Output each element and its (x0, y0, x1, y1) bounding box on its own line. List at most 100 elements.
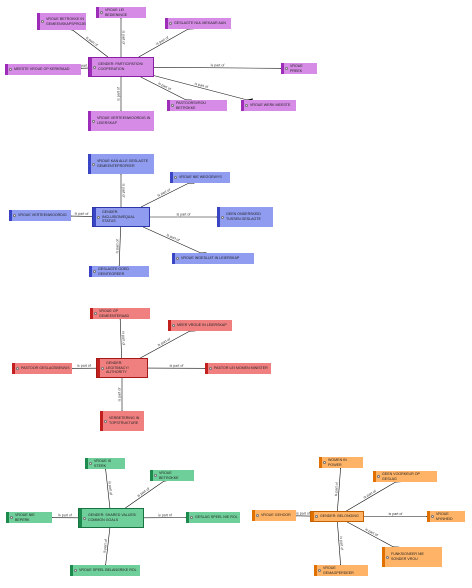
node-circle-icon (104, 419, 107, 423)
node-color-bar (373, 471, 376, 482)
inclusion-node[interactable]: VROUE KAN ALLE GESLAGTE GEMEENTEPROFEER (88, 154, 154, 174)
inclusion-center-node[interactable]: GENDER: INCLUSION/EQUAL STATUS (92, 207, 150, 227)
node-label: VROUE VERTEENWOORDIG (18, 213, 67, 218)
node-color-bar (168, 320, 171, 331)
belonging-node[interactable]: FUNKSIONEER NIE SONDER VROU (382, 547, 442, 567)
belonging-node[interactable]: VROUE GEMAGPERDEER (314, 565, 368, 576)
values-center-node[interactable]: GENDER: SHARED VALUES/ COMMON GOALS (78, 508, 144, 528)
legitimacy-node[interactable]: PASTOR LEI MOMEN MINISTER (205, 363, 271, 374)
node-label: PASTOOR GESLAGSBEWUS (21, 366, 70, 371)
edge-label: is part of (166, 233, 180, 242)
node-circle-icon (315, 515, 318, 518)
participation-node[interactable]: PASTOORSVROU BETROKKE (167, 100, 227, 111)
node-color-bar (205, 363, 208, 374)
node-color-bar (6, 512, 9, 523)
node-circle-icon (97, 215, 100, 219)
node-label: VERBETERING IN TOPSTRUKTURE (109, 416, 140, 425)
legitimacy-node[interactable]: PASTOOR GESLAGSBEWUS (12, 363, 72, 374)
edge-label: is part of (296, 511, 310, 515)
is-part-of-edge (140, 76, 192, 105)
node-label: PASTOORSVROU BETROKKE (176, 100, 207, 110)
inclusion-node[interactable]: VROUE VERTEENWOORDIG (9, 210, 71, 221)
node-color-bar (186, 512, 189, 523)
node-circle-icon (318, 569, 321, 572)
belonging-center-node[interactable]: GENDER: BELONGING (310, 511, 364, 522)
legitimacy-center-node[interactable]: GENDER: LEGITIMACY/ AUTHORITY (96, 358, 148, 378)
participation-node[interactable]: VROUE PREEK (281, 63, 317, 74)
node-circle-icon (94, 312, 97, 315)
node-color-bar (90, 308, 93, 319)
edge-label: is part of (115, 239, 120, 253)
node-circle-icon (16, 367, 19, 370)
node-circle-icon (13, 214, 16, 217)
node-circle-icon (176, 257, 179, 260)
node-circle-icon (154, 474, 157, 477)
node-color-bar (89, 266, 92, 277)
node-color-bar (241, 100, 244, 111)
values-node[interactable]: VROUE SPEEL BELANGRIKE ROL (70, 565, 140, 576)
node-label: GESLAGTE NUL MEKAAR AAN (174, 21, 226, 26)
node-color-bar (96, 7, 99, 18)
participation-node[interactable]: VROUE LEI BEDIENINGE (96, 7, 146, 18)
values-node[interactable]: GESLAG SPEEL NIE ROL (186, 512, 240, 523)
node-circle-icon (41, 20, 44, 23)
edge-label: is part of (77, 364, 91, 368)
node-color-bar (97, 359, 100, 377)
inclusion-node[interactable]: GESLAGTE GOED GEINTEGREER (89, 266, 149, 277)
participation-node[interactable]: GESLAGTE NUL MEKAAR AAN (165, 18, 231, 29)
node-color-bar (5, 64, 8, 75)
is-part-of-edge (143, 226, 207, 258)
is-part-of-edge (337, 462, 344, 512)
node-label: GENDER: BELONGING (320, 514, 359, 519)
belonging-node[interactable]: WOMEN IN POWER (319, 457, 363, 468)
node-color-bar (9, 210, 12, 221)
values-node[interactable]: VROUE IS STERK (85, 458, 125, 469)
node-color-bar (252, 510, 255, 521)
node-label: PASTOR LEI MOMEN MINISTER (214, 366, 268, 371)
is-part-of-edge (153, 65, 287, 72)
legitimacy-node[interactable]: VROUE OP GEMEENTERAAD (90, 308, 150, 319)
node-label: VROUE KAN ALLE GESLAGTE GEMEENTEPROFEER (97, 159, 149, 168)
node-label: GENDER: PARTICIPATION/ COOPERATION (98, 62, 144, 71)
belonging-node[interactable]: GEEN VOORKEUR OP GESLAG (373, 471, 437, 482)
node-circle-icon (74, 569, 77, 572)
node-circle-icon (83, 516, 86, 520)
node-color-bar (85, 458, 88, 469)
edge-label: is part of (194, 82, 208, 89)
node-circle-icon (386, 555, 389, 559)
edge-label: is part of (339, 536, 344, 550)
node-color-bar (167, 100, 170, 111)
legitimacy-node[interactable]: VERBETERING IN TOPSTRUKTURE (100, 411, 144, 431)
node-label: GEEN VOORKEUR OP GESLAG (382, 471, 420, 481)
node-circle-icon (101, 366, 104, 370)
node-label: VROUE INGESLUIT IN LEIERSKAP (181, 256, 240, 261)
inclusion-node[interactable]: VROUE NIE WEGGEWYS (170, 172, 230, 183)
inclusion-node[interactable]: GEEN ONDERSKEID TUSSEN GESLAGTE (217, 207, 273, 227)
edge-label: is part of (75, 212, 89, 216)
participation-node[interactable]: VROUE WERK MEESTE (241, 100, 296, 111)
node-circle-icon (93, 270, 96, 273)
participation-node[interactable]: MEESTE VROUE OP KERKRAAD (5, 64, 81, 75)
edge-label: is part of (334, 482, 339, 496)
is-part-of-edge (116, 226, 123, 272)
node-color-bar (79, 509, 82, 527)
values-node[interactable]: VROUE BETROKKE (150, 470, 194, 481)
edge-label: is part of (158, 513, 172, 517)
participation-node[interactable]: VROUE VERTEENWOORDIG IN LEIERSKAP (88, 111, 154, 131)
participation-node[interactable]: VROUE BETROKKE IN GEMEENSKAPSPROJEKTE (37, 13, 86, 30)
node-circle-icon (431, 515, 434, 518)
belonging-node[interactable]: VROUE GEHOOR (252, 510, 296, 521)
node-color-bar (70, 565, 73, 576)
is-part-of-edge (138, 23, 195, 58)
participation-center-node[interactable]: GENDER: PARTICIPATION/ COOPERATION (88, 57, 154, 77)
node-color-bar (165, 18, 168, 29)
belonging-node[interactable]: VROUE MYNHEID (427, 511, 465, 522)
inclusion-node[interactable]: VROUE INGESLUIT IN LEIERSKAP (172, 253, 254, 264)
node-color-bar (382, 547, 385, 567)
node-color-bar (12, 363, 15, 374)
node-label: GENDER: INCLUSION/EQUAL STATUS (102, 210, 135, 224)
node-label: VROUE GEMAGPERDEER (323, 565, 354, 575)
edge-label: is part of (58, 513, 72, 517)
legitimacy-node[interactable]: MEER VROUE IN LEIERSKAP (168, 320, 232, 331)
values-node[interactable]: VROUE NIE BEPERK (6, 512, 52, 523)
